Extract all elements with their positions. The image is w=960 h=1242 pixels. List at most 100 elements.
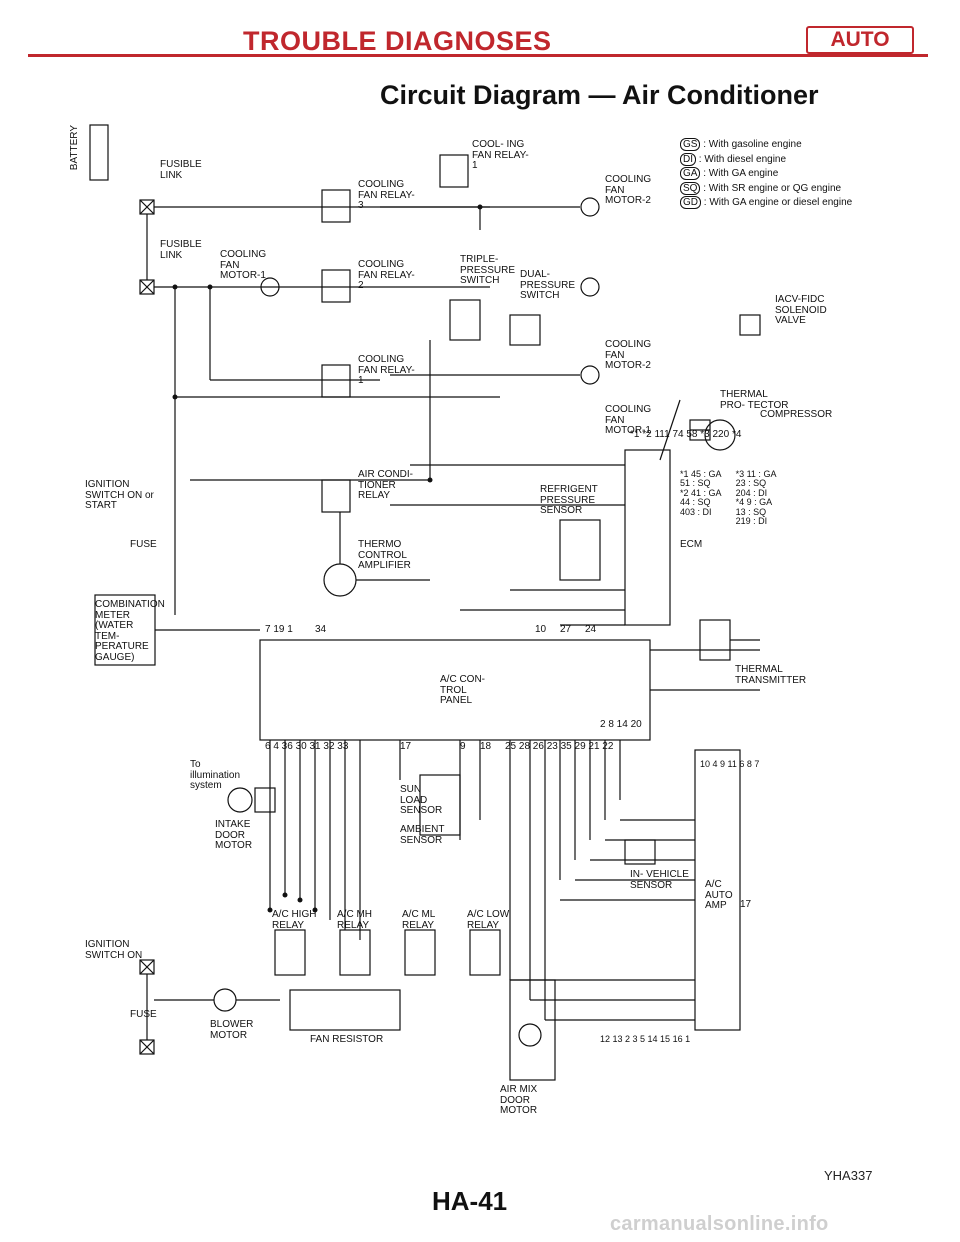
pin-ref: 204 : (735, 487, 756, 498)
fan-resistor-label: FAN RESISTOR (310, 1034, 384, 1045)
fusible-link-label-2: FUSIBLE LINK (160, 239, 202, 261)
ignition-switch-on-label: IGNITION SWITCH ON (85, 939, 143, 961)
legend-text: : With diesel engine (698, 153, 787, 165)
thermo-control-amplifier-label: THERMO CONTROL AMPLIFIER (358, 539, 411, 571)
pin-code: SQ (697, 497, 711, 508)
pin-ref: 23 : (735, 478, 751, 489)
air-mix-door-motor-label: AIR MIX DOOR MOTOR (500, 1084, 538, 1116)
legend-item: GD : With GA engine or diesel engine (680, 196, 880, 209)
air-conditioner-relay-label: AIR CONDI- TIONER RELAY (358, 469, 413, 501)
panel-pins-20: 2 8 14 20 (600, 719, 642, 730)
panel-pins-bottom-right: 25 28 26 23 35 29 21 22 (505, 741, 614, 752)
legend-item: DI : With diesel engine (680, 152, 880, 166)
ambient-sensor-label: AMBIENT SENSOR (400, 824, 445, 846)
to-illumination-label: To illumination system (190, 759, 241, 791)
legend-code: DI (680, 152, 696, 166)
panel-pin-10: 10 (535, 624, 547, 635)
figure-id: YHA337 (824, 1168, 873, 1183)
page-title: Circuit Diagram — Air Conditioner (380, 80, 819, 110)
legend-code: GD (680, 196, 701, 209)
ac-high-relay-label: A/C HIGH RELAY (272, 909, 317, 931)
legend-item: SQ : With SR engine or QG engine (680, 181, 880, 195)
panel-pin-9: 9 (460, 741, 466, 752)
ac-ml-relay-label: A/C ML RELAY (402, 909, 435, 931)
fusible-link-label-1: FUSIBLE LINK (160, 159, 202, 181)
pin-ref: 403 : (680, 506, 701, 517)
ignition-switch-on-start-label: IGNITION SWITCH ON or START (85, 479, 154, 511)
pin-ref: 219 : (735, 516, 756, 527)
cooling-fan-relay-2-label: COOLING FAN RELAY-2 (358, 259, 415, 291)
amp-pins-bottom: 12 13 2 3 5 14 15 16 1 (600, 1034, 691, 1044)
dual-pressure-switch-label: DUAL- PRESSURE SWITCH (520, 269, 576, 301)
refrigerant-pressure-sensor-label: REFRIGENT PRESSURE SENSOR (540, 484, 598, 516)
pin-ref: 51 : (680, 478, 696, 489)
amp-pin-17: 17 (740, 899, 752, 910)
panel-pin-18: 18 (480, 741, 492, 752)
pin-code: GA (708, 469, 722, 479)
pin-code: GA (763, 469, 777, 479)
panel-pin-17: 17 (400, 741, 412, 752)
pin-ref: *4 9 : (735, 497, 757, 508)
legend-code: SQ (680, 181, 701, 195)
ecm-pin-col-2: *3 11 : GA 23 : SQ 204 : DI *4 9 : GA 13… (735, 469, 777, 527)
pin-code: GA (759, 497, 773, 508)
cooling-fan-motor-2b-label: COOLING FAN MOTOR-2 (605, 339, 652, 371)
pin-code: DI (758, 487, 768, 498)
legend: GS : With gasoline engine DI : With dies… (680, 138, 880, 209)
legend-item: GS : With gasoline engine (680, 138, 880, 151)
sun-load-sensor-label: SUN LOAD SENSOR (400, 784, 443, 816)
legend-code: GA (680, 167, 701, 180)
header-rule (28, 54, 928, 57)
legend-code: GS (680, 138, 701, 151)
combination-meter-label: COMBINATION METER (WATER TEM- PERATURE G… (95, 599, 165, 663)
pin-code: SQ (753, 506, 767, 517)
cooling-fan-motor-1-label: COOLING FAN MOTOR-1 (220, 249, 267, 281)
pin-code: DI (758, 516, 768, 527)
ac-mh-relay-label: A/C MH RELAY (337, 909, 372, 931)
ac-auto-amp-label: A/C AUTO AMP (705, 879, 733, 911)
circuit-diagram: BATTERY FUSIBLE LINK FUSIBLE LINK COOLIN… (40, 120, 920, 1170)
footer-watermark: carmanualsonline.info (610, 1213, 829, 1235)
cooling-fan-motor-2a-label: COOLING FAN MOTOR-2 (605, 174, 652, 206)
thermal-transmitter-label: THERMAL TRANSMITTER (735, 664, 807, 686)
battery-label: BATTERY (69, 125, 80, 171)
panel-pins-left: 7 19 1 (265, 624, 293, 635)
page-number: HA-41 (432, 1186, 508, 1216)
pin-code: SQ (697, 478, 711, 489)
header-title: TROUBLE DIAGNOSES (243, 26, 552, 56)
compressor-label: COMPRESSOR (760, 409, 833, 420)
legend-text: : With SR engine or QG engine (703, 182, 842, 194)
ac-low-relay-label: A/C LOW RELAY (467, 909, 510, 931)
pin-code: DI (702, 506, 712, 517)
circuit-diagram-svg (89, 124, 761, 1081)
pin-ref: *2 41 : (680, 487, 707, 498)
legend-text: : With GA engine or diesel engine (703, 197, 853, 208)
pin-ref: *3 11 : (735, 469, 761, 479)
cooling-fan-relay-3-label: COOLING FAN RELAY-3 (358, 179, 415, 211)
ecm-label: ECM (680, 539, 703, 550)
page-header: TROUBLE DIAGNOSES AUTO (28, 26, 928, 60)
ecm-pin-table: *1 45 : GA 51 : SQ *2 41 : GA 44 : SQ 40… (680, 469, 880, 527)
panel-pins-right: 34 (315, 624, 327, 635)
in-vehicle-sensor-label: IN- VEHICLE SENSOR (630, 869, 689, 891)
legend-text: : With GA engine (703, 168, 779, 179)
ecm-pins: *1 *2 111 74 58 *3 220 *4 (630, 429, 742, 440)
ecm-pin-col-1: *1 45 : GA 51 : SQ *2 41 : GA 44 : SQ 40… (680, 469, 722, 527)
cooling-fan-motor-1b-label: COOLING FAN MOTOR-1 (605, 404, 652, 436)
ac-control-panel-label: A/C CON- TROL PANEL (440, 674, 485, 706)
thermal-protector-label: THERMAL PRO- TECTOR (720, 389, 789, 411)
intake-door-motor-label: INTAKE DOOR MOTOR (215, 819, 253, 851)
pin-code: SQ (753, 478, 767, 489)
cooling-fan-relay-1b-label: COOL- ING FAN RELAY-1 (472, 139, 529, 171)
legend-text: : With gasoline engine (703, 139, 802, 150)
cooling-fan-relay-1-label: COOLING FAN RELAY-1 (358, 354, 415, 386)
panel-pin-27: 27 (560, 624, 572, 635)
pin-code: GA (708, 487, 722, 498)
panel-pin-24: 24 (585, 624, 597, 635)
fuse-label-1: FUSE (130, 539, 157, 550)
triple-pressure-switch-label: TRIPLE- PRESSURE SWITCH (460, 254, 516, 286)
pin-ref: 13 : (735, 506, 751, 517)
pin-ref: *1 45 : (680, 469, 707, 479)
amp-pins-top: 10 4 9 11 6 8 7 (700, 759, 760, 769)
blower-motor-label: BLOWER MOTOR (210, 1019, 254, 1041)
